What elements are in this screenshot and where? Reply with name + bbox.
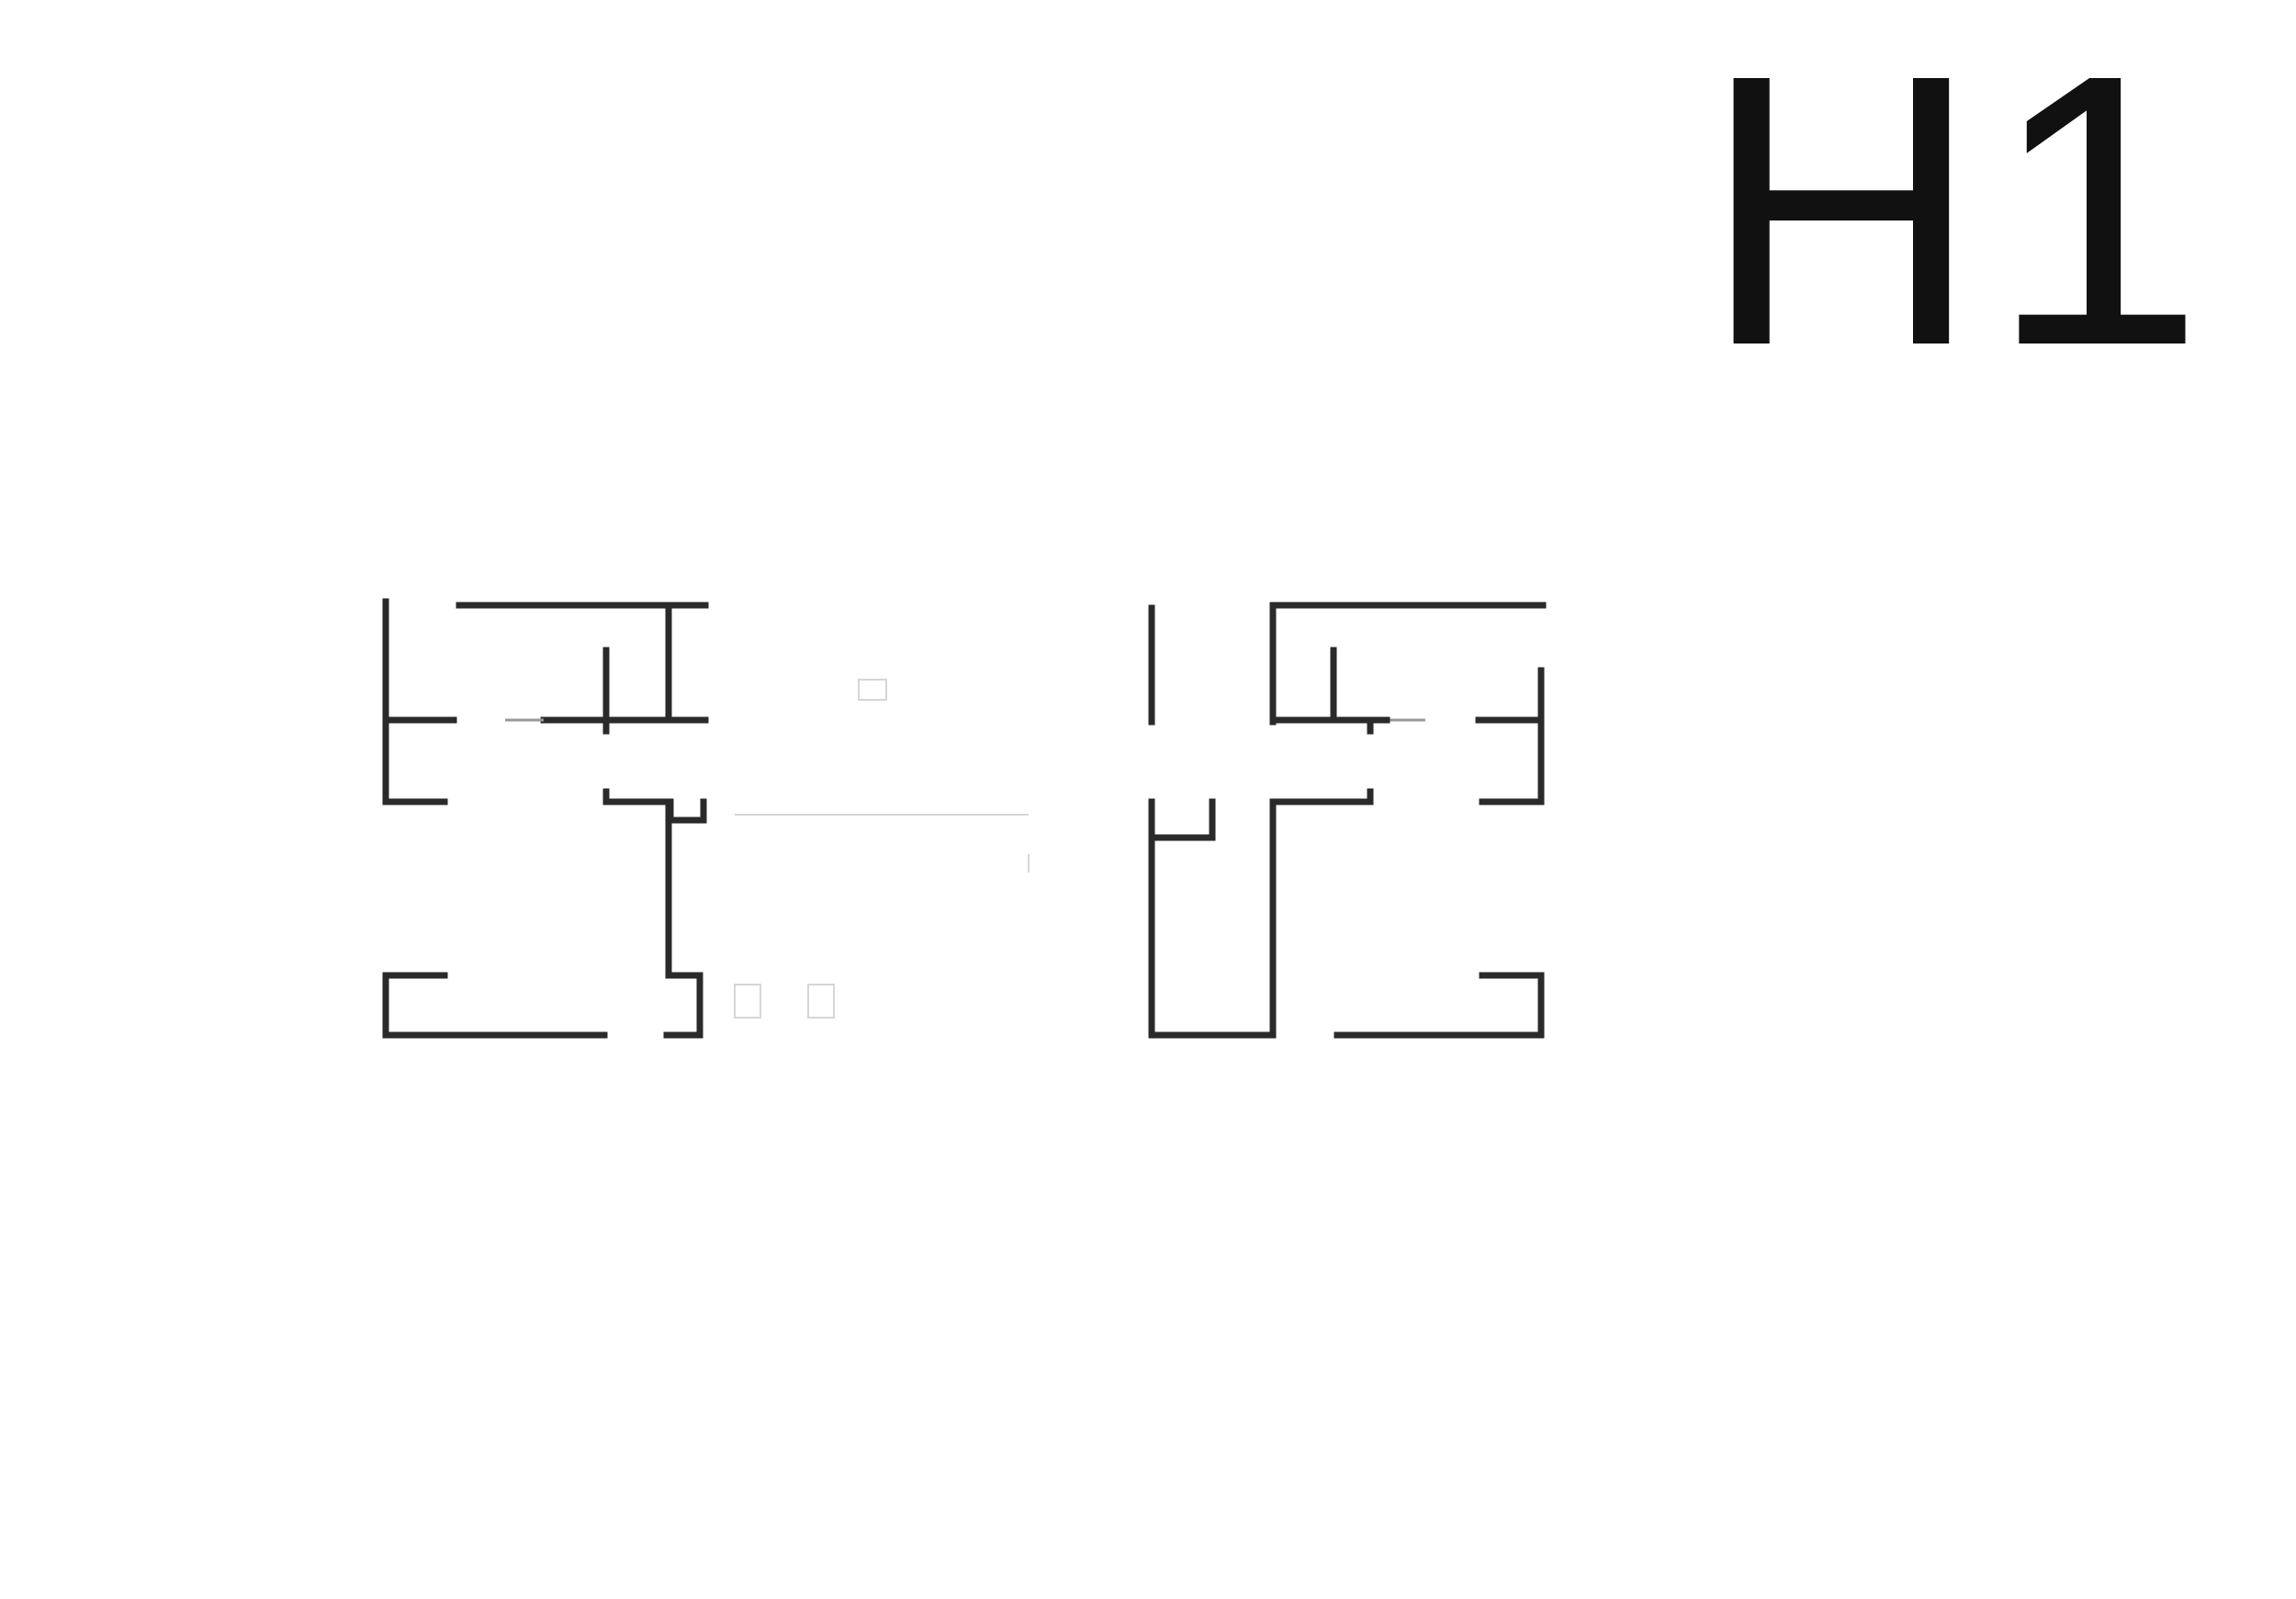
wall-right-corridor	[1148, 788, 1374, 1039]
plan-label: H1	[1702, 0, 2213, 426]
fixture-sink-a	[858, 679, 887, 701]
fixture-toilet-a	[734, 984, 761, 1019]
wall-left-corridor-top	[602, 788, 703, 1039]
right-unit-walls	[1148, 602, 1547, 1039]
wall-right-unit-outer-east	[1479, 667, 1545, 805]
wall-left-lower-outer	[382, 972, 608, 1039]
wall-right-unit-top	[1269, 602, 1547, 726]
left-unit-walls	[382, 598, 709, 1039]
wall-right-closet	[1148, 798, 1216, 841]
wall-right-lower-outer	[1334, 972, 1545, 1039]
wall-left-unit-outer-top	[382, 598, 448, 805]
fixture-marks	[734, 679, 1030, 1019]
wall-left-corridor-stub	[667, 798, 707, 824]
fixture-toilet-b	[807, 984, 835, 1019]
